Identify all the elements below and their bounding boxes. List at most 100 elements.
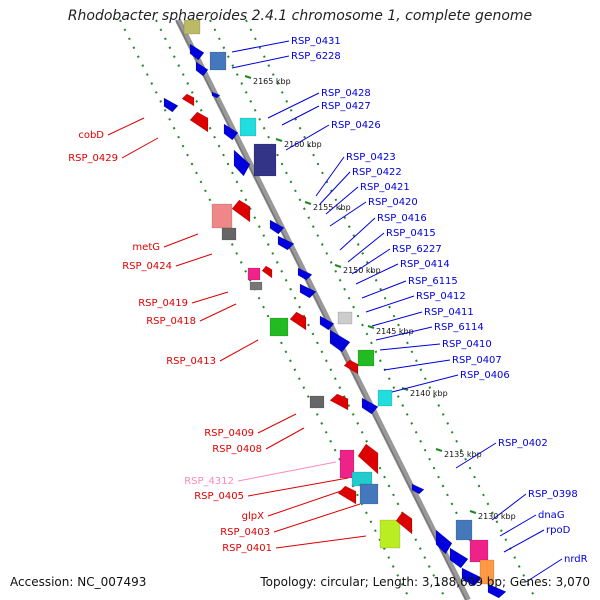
gene-label-reverse: RSP_0418 [146,316,196,327]
kbp-tick-mark [469,510,477,514]
gene-label-forward: RSP_6228 [291,51,341,62]
gene-label-forward: RSP_0423 [346,152,396,163]
gene-block [377,389,393,407]
gene-label-forward: RSP_0412 [416,291,466,302]
gene-label-forward: nrdR [564,554,588,565]
leader-line [191,291,229,304]
gene-block [189,111,209,133]
leader-line [329,201,367,227]
gene-label-forward: dnaG [538,510,565,521]
kbp-tick-label: 2150 kbp [343,266,381,275]
gene-block [247,267,261,281]
leader-line [247,477,349,497]
leader-line [391,374,459,393]
gene-block [211,203,233,229]
leader-line [219,339,259,362]
gene-block [395,511,413,535]
leader-line [267,92,320,119]
gene-label-forward: RSP_0421 [360,182,410,193]
gene-block [357,443,379,475]
leader-line [107,117,145,136]
gene-label-reverse: RSP_0401 [222,543,272,554]
gene-label-forward: RSP_0410 [442,339,492,350]
leader-line [499,514,537,537]
accession-text: Accession: NC_007493 [10,575,147,589]
leader-line [361,280,407,299]
gene-block [411,483,425,495]
gene-label-forward: RSP_0426 [331,120,381,131]
gene-label-reverse: RSP_0419 [138,298,188,309]
leader-line [267,489,345,517]
gene-label-reverse: cobD [78,130,104,141]
gene-label-forward: RSP_0414 [400,259,450,270]
gene-label-forward: RSP_0411 [424,307,474,318]
gene-block [261,265,273,279]
gene-label-reverse: glpX [242,511,264,522]
kbp-tick-mark [334,264,342,268]
gene-block [249,281,263,291]
leader-line [325,186,359,215]
gene-block [449,547,469,569]
gene-block [163,97,179,113]
leader-line [231,40,290,53]
kbp-tick-label: 2135 kbp [444,450,482,459]
gene-label-forward: RSP_0428 [321,88,371,99]
gene-block [297,267,313,281]
gene-block [337,485,357,505]
chromosome-axis-edge [175,19,467,600]
gene-block [319,315,335,331]
kbp-tick-mark [435,448,443,452]
gene-label-forward: RSP_6114 [434,322,484,333]
gene-label-forward: RSP_6115 [408,276,458,287]
gene-label-reverse: RSP_0429 [68,153,118,164]
gene-block [359,483,379,505]
gene-block [289,311,307,331]
leader-line [351,248,391,275]
leader-line [281,105,320,126]
leader-line [379,343,441,351]
gene-block [357,349,375,367]
leader-line [163,233,199,248]
gene-block [269,317,289,337]
chromosome-axis [175,18,471,600]
kbp-tick-label: 2165 kbp [253,77,291,86]
kbp-tick-mark [275,138,283,142]
leader-line [231,55,290,69]
leader-line [347,232,385,263]
gene-block [309,395,325,409]
gene-block [181,93,195,107]
gene-label-forward: RSP_0407 [452,355,502,366]
gene-label-forward: RSP_0398 [528,489,578,500]
leader-line [355,263,399,285]
gene-block [361,397,379,415]
gene-block [221,227,237,241]
gene-label-reverse: RSP_4312 [184,476,234,487]
kbp-tick-label: 2155 kbp [313,203,351,212]
gene-block [239,117,257,137]
gene-label-forward: RSP_6227 [392,244,442,255]
leader-line [315,156,345,197]
gene-label-forward: RSP_0422 [352,167,402,178]
leader-line [371,311,423,327]
leader-line [503,529,545,553]
gene-label-reverse: RSP_0408 [212,444,262,455]
gene-block [487,583,507,599]
gene-block [223,123,239,141]
gene-label-reverse: RSP_0409 [204,428,254,439]
leader-line [339,217,376,251]
leader-line [273,503,361,533]
gene-block [455,519,473,541]
leader-line [383,359,451,371]
leader-line [285,124,330,151]
leader-line [365,295,415,313]
gene-block [343,359,359,375]
gene-block [469,539,489,563]
kbp-tick-mark [367,325,375,329]
gene-label-forward: RSP_0420 [368,197,418,208]
kbp-tick-label: 2140 kbp [410,389,448,398]
leader-line [121,137,159,159]
gene-block [269,219,285,235]
leader-line [375,326,433,341]
leader-line [237,461,337,482]
